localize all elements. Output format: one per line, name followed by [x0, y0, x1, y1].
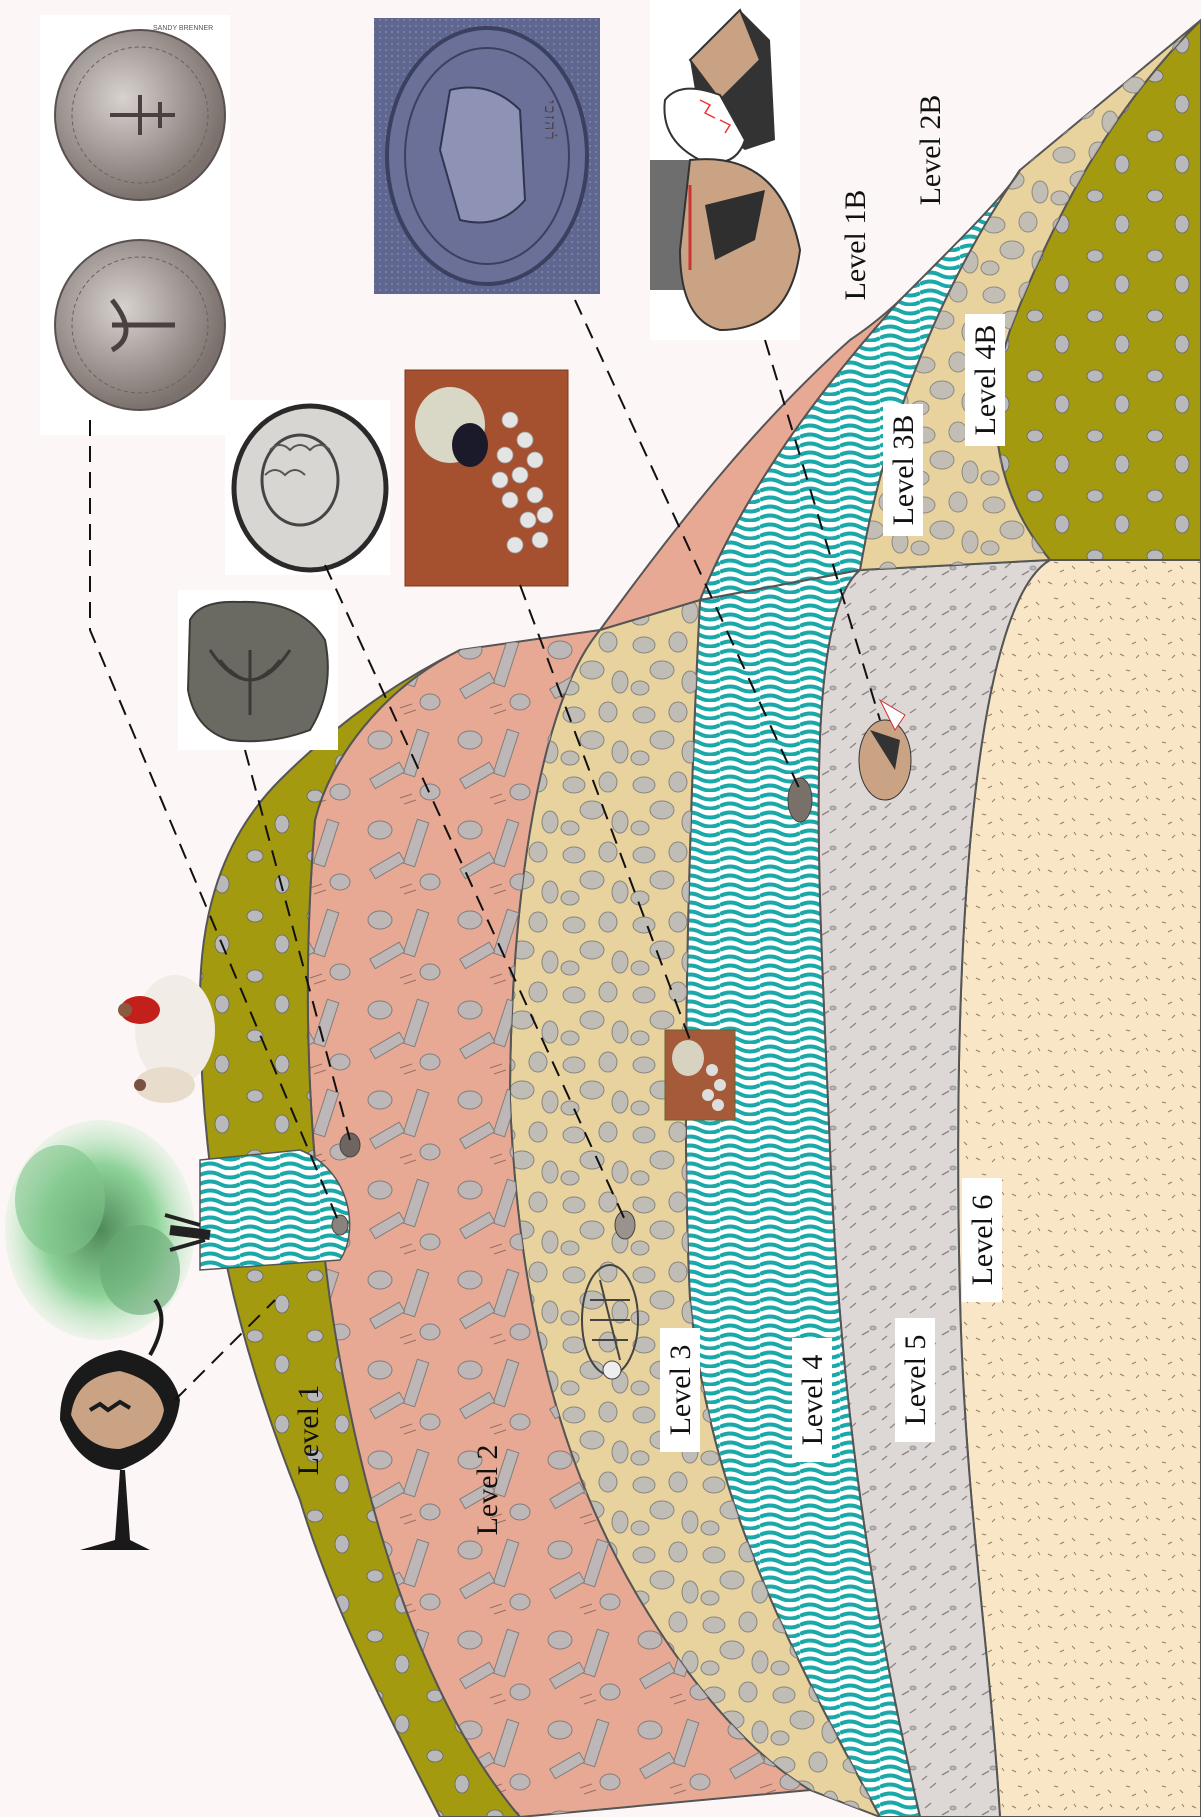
coin-hoard-icon [405, 370, 568, 586]
menorah-coin-icon [178, 590, 338, 750]
pit-fill [200, 1150, 350, 1270]
embedded-coin-hoard-icon [665, 1030, 735, 1120]
label-level-4: Level 4 [796, 1355, 829, 1446]
label-level-1b: Level 1B [839, 190, 872, 301]
people-icon [118, 975, 215, 1103]
label-level-2: Level 2 [471, 1445, 504, 1536]
label-level-3: Level 3 [664, 1345, 697, 1436]
label-level-4b: Level 4B [969, 325, 1002, 436]
label-level-1: Level 1 [292, 1385, 325, 1476]
svg-text:ר֗הזכי: ר֗הזכי [541, 100, 558, 141]
tree-icon [5, 1120, 210, 1340]
label-level-2b: Level 2B [914, 95, 947, 206]
photo-credit: SANDY BRENNER [153, 25, 213, 32]
coin-pair-icon: SANDY BRENNER [40, 15, 230, 435]
label-level-3b: Level 3B [887, 415, 920, 526]
label-level-6: Level 6 [966, 1195, 999, 1286]
broken-pottery-icon [650, 0, 800, 340]
seal-impression-icon: ר֗הזכי [374, 18, 600, 294]
hellenistic-coin-icon [225, 400, 390, 575]
label-level-5: Level 5 [899, 1335, 932, 1426]
